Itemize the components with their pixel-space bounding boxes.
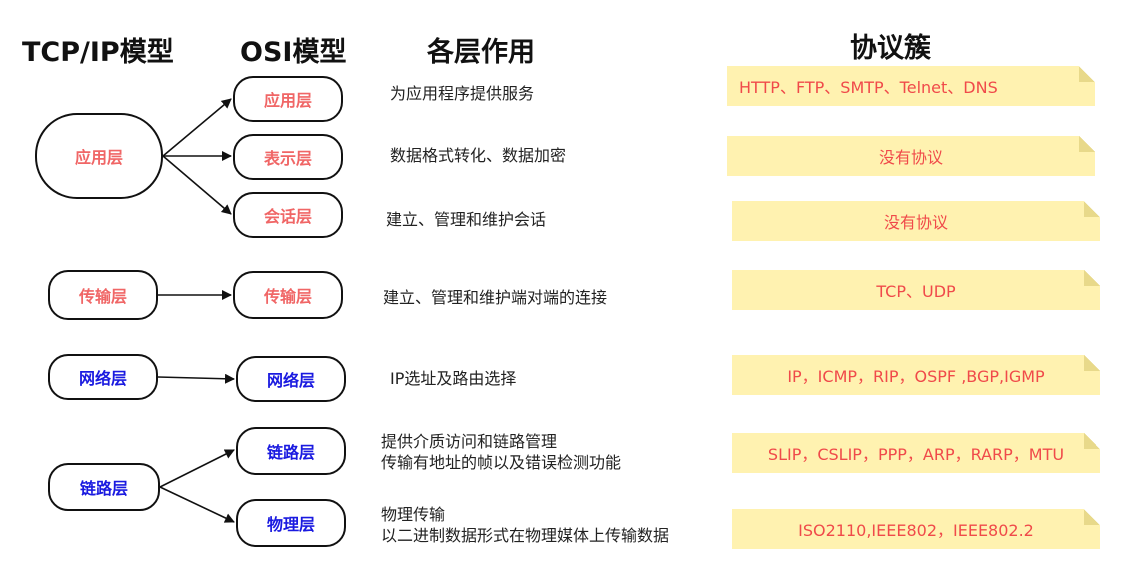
- arrow-link-to-datalink: [159, 449, 235, 488]
- osi-session-layer: 会话层: [233, 192, 343, 238]
- osi-application-layer: 应用层: [233, 76, 343, 122]
- note-fold-corner: [1084, 270, 1100, 286]
- osi-datalink-layer: 链路层: [236, 427, 346, 475]
- osi-physical-layer: 物理层: [236, 499, 346, 547]
- note-fold-corner: [1079, 136, 1095, 152]
- protocol-text-presentation: 没有协议: [878, 148, 943, 167]
- osi-network-layer: 网络层: [236, 356, 346, 402]
- desc-network: IP选址及路由选择: [390, 369, 517, 388]
- tcpip-network-layer: 网络层: [48, 354, 158, 400]
- header-tcpip-model: TCP/IP模型: [22, 37, 174, 68]
- arrow-app-to-app: [162, 98, 232, 157]
- desc-transport: 建立、管理和维护端对端的连接: [383, 288, 608, 307]
- note-fold-corner: [1084, 355, 1100, 371]
- desc-datalink: 提供介质访问和链路管理 传输有地址的帧以及错误检测功能: [381, 431, 621, 473]
- protocol-note-physical: ISO2110,IEEE802，IEEE802.2: [732, 509, 1100, 549]
- osi-presentation-layer: 表示层: [233, 134, 343, 180]
- protocol-note-session: 没有协议: [732, 201, 1100, 241]
- protocol-text-physical: ISO2110,IEEE802，IEEE802.2: [798, 521, 1034, 540]
- arrow-network: [157, 373, 235, 384]
- header-protocol-suite: 协议簇: [850, 33, 931, 64]
- desc-physical-line2: 以二进制数据形式在物理媒体上传输数据: [381, 526, 670, 545]
- desc-datalink-line1: 提供介质访问和链路管理: [381, 432, 558, 451]
- protocol-text-datalink: SLIP，CSLIP，PPP，ARP，RARP，MTU: [767, 445, 1065, 464]
- protocol-note-datalink: SLIP，CSLIP，PPP，ARP，RARP，MTU: [732, 433, 1100, 473]
- protocol-note-network: IP，ICMP，RIP，OSPF ,BGP,IGMP: [732, 355, 1100, 395]
- tcpip-transport-layer: 传输层: [48, 270, 158, 320]
- desc-application: 为应用程序提供服务: [390, 84, 535, 103]
- tcpip-link-layer: 链路层: [48, 463, 160, 511]
- desc-session: 建立、管理和维护会话: [386, 210, 547, 229]
- protocol-note-transport: TCP、UDP: [732, 270, 1100, 310]
- desc-physical: 物理传输 以二进制数据形式在物理媒体上传输数据: [381, 504, 669, 546]
- header-layer-role: 各层作用: [427, 37, 535, 68]
- tcpip-application-layer: 应用层: [35, 113, 163, 199]
- header-osi-model: OSI模型: [240, 37, 347, 68]
- note-fold-corner: [1084, 433, 1100, 449]
- desc-presentation: 数据格式转化、数据加密: [390, 146, 567, 165]
- arrow-app-to-session: [162, 155, 232, 215]
- osi-transport-layer: 传输层: [233, 271, 343, 319]
- protocol-text-application: HTTP、FTP、SMTP、Telnet、DNS: [739, 78, 998, 97]
- protocol-note-application: HTTP、FTP、SMTP、Telnet、DNS: [727, 66, 1095, 106]
- desc-physical-line1: 物理传输: [381, 505, 446, 524]
- note-fold-corner: [1079, 66, 1095, 82]
- arrow-link-to-physical: [159, 486, 235, 523]
- protocol-text-network: IP，ICMP，RIP，OSPF ,BGP,IGMP: [787, 367, 1045, 386]
- protocol-text-transport: TCP、UDP: [876, 282, 956, 301]
- note-fold-corner: [1084, 201, 1100, 217]
- desc-datalink-line2: 传输有地址的帧以及错误检测功能: [381, 453, 622, 472]
- protocol-text-session: 没有协议: [883, 213, 948, 232]
- protocol-note-presentation: 没有协议: [727, 136, 1095, 176]
- note-fold-corner: [1084, 509, 1100, 525]
